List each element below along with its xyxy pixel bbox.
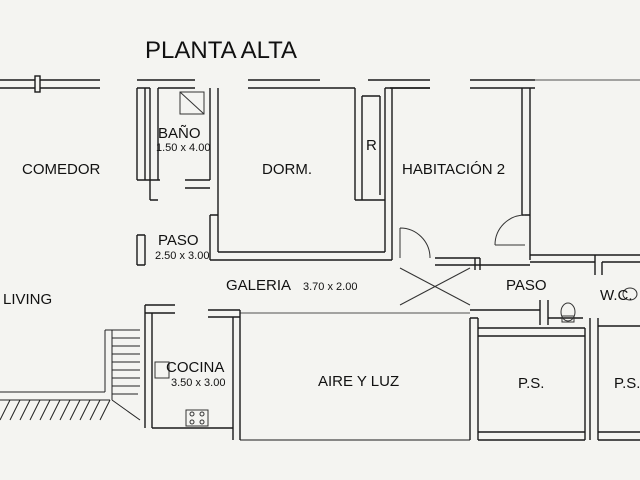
washbasin-icon — [622, 287, 638, 301]
walls — [0, 75, 640, 441]
labels: PLANTA ALTA COMEDOR BAÑO 1.50 x 4.00 DOR… — [3, 37, 640, 392]
shower-icon — [179, 91, 205, 115]
room-dims-galeria: 3.70 x 2.00 — [303, 281, 357, 293]
stove-burner-icon — [199, 419, 205, 425]
comedor-wall — [136, 88, 160, 181]
toilet-icon — [560, 302, 576, 322]
room-label-wc: W.C. — [600, 287, 633, 304]
wc-wall — [539, 300, 583, 325]
stove-burner-icon — [189, 411, 195, 417]
room-label-galeria: GALERIA — [226, 277, 291, 294]
stove-icon — [185, 409, 209, 427]
bano-wall — [149, 88, 219, 215]
paso-left-wall — [136, 234, 146, 266]
stair-walls — [0, 329, 141, 421]
room-label-dorm: DORM. — [262, 161, 312, 178]
room-dims-cocina: 3.50 x 3.00 — [171, 377, 225, 389]
galeria-cross-2 — [399, 267, 471, 306]
stove-burner-icon — [199, 411, 205, 417]
wc-top-wall — [530, 254, 640, 275]
toilet-tank-icon — [561, 315, 575, 323]
room-label-cocina: COCINA — [166, 359, 224, 376]
door-habitacion-left — [399, 227, 431, 259]
habitacion2-bottom — [435, 257, 530, 270]
stair-treads-upper — [112, 337, 140, 395]
room-dims-paso-left: 2.50 x 3.00 — [155, 250, 209, 262]
stair-treads-lower — [0, 399, 111, 421]
shower-diagonal — [179, 91, 205, 115]
stair — [0, 329, 141, 421]
ps1-walls — [469, 309, 586, 441]
habitacion2-wall — [385, 87, 531, 260]
room-label-aire-luz: AIRE Y LUZ — [318, 373, 399, 390]
window-jamb — [34, 75, 41, 93]
room-label-paso-right: PASO — [506, 277, 547, 294]
plan-title: PLANTA ALTA — [145, 37, 297, 64]
room-label-living: LIVING — [3, 291, 52, 308]
room-label-ps2: P.S. — [614, 375, 640, 392]
room-label-habitacion2: HABITACIÓN 2 — [402, 161, 505, 178]
room-label-comedor: COMEDOR — [22, 161, 101, 178]
door-habitacion-right — [494, 214, 526, 246]
doors — [399, 214, 526, 306]
room-label-r: R — [366, 137, 377, 154]
room-label-bano: BAÑO — [158, 125, 201, 142]
ps2-walls — [589, 318, 640, 441]
cocina-left-wall — [144, 304, 175, 428]
sink-icon — [154, 361, 170, 379]
r-closet-wall — [354, 88, 393, 260]
room-label-ps1: P.S. — [518, 375, 544, 392]
fixtures — [154, 91, 638, 427]
dorm-bottom-wall — [209, 214, 392, 261]
stove-burner-icon — [189, 419, 195, 425]
room-dims-bano: 1.50 x 4.00 — [156, 142, 210, 154]
room-label-paso-left: PASO — [158, 232, 199, 249]
cocina-walls — [152, 309, 241, 440]
